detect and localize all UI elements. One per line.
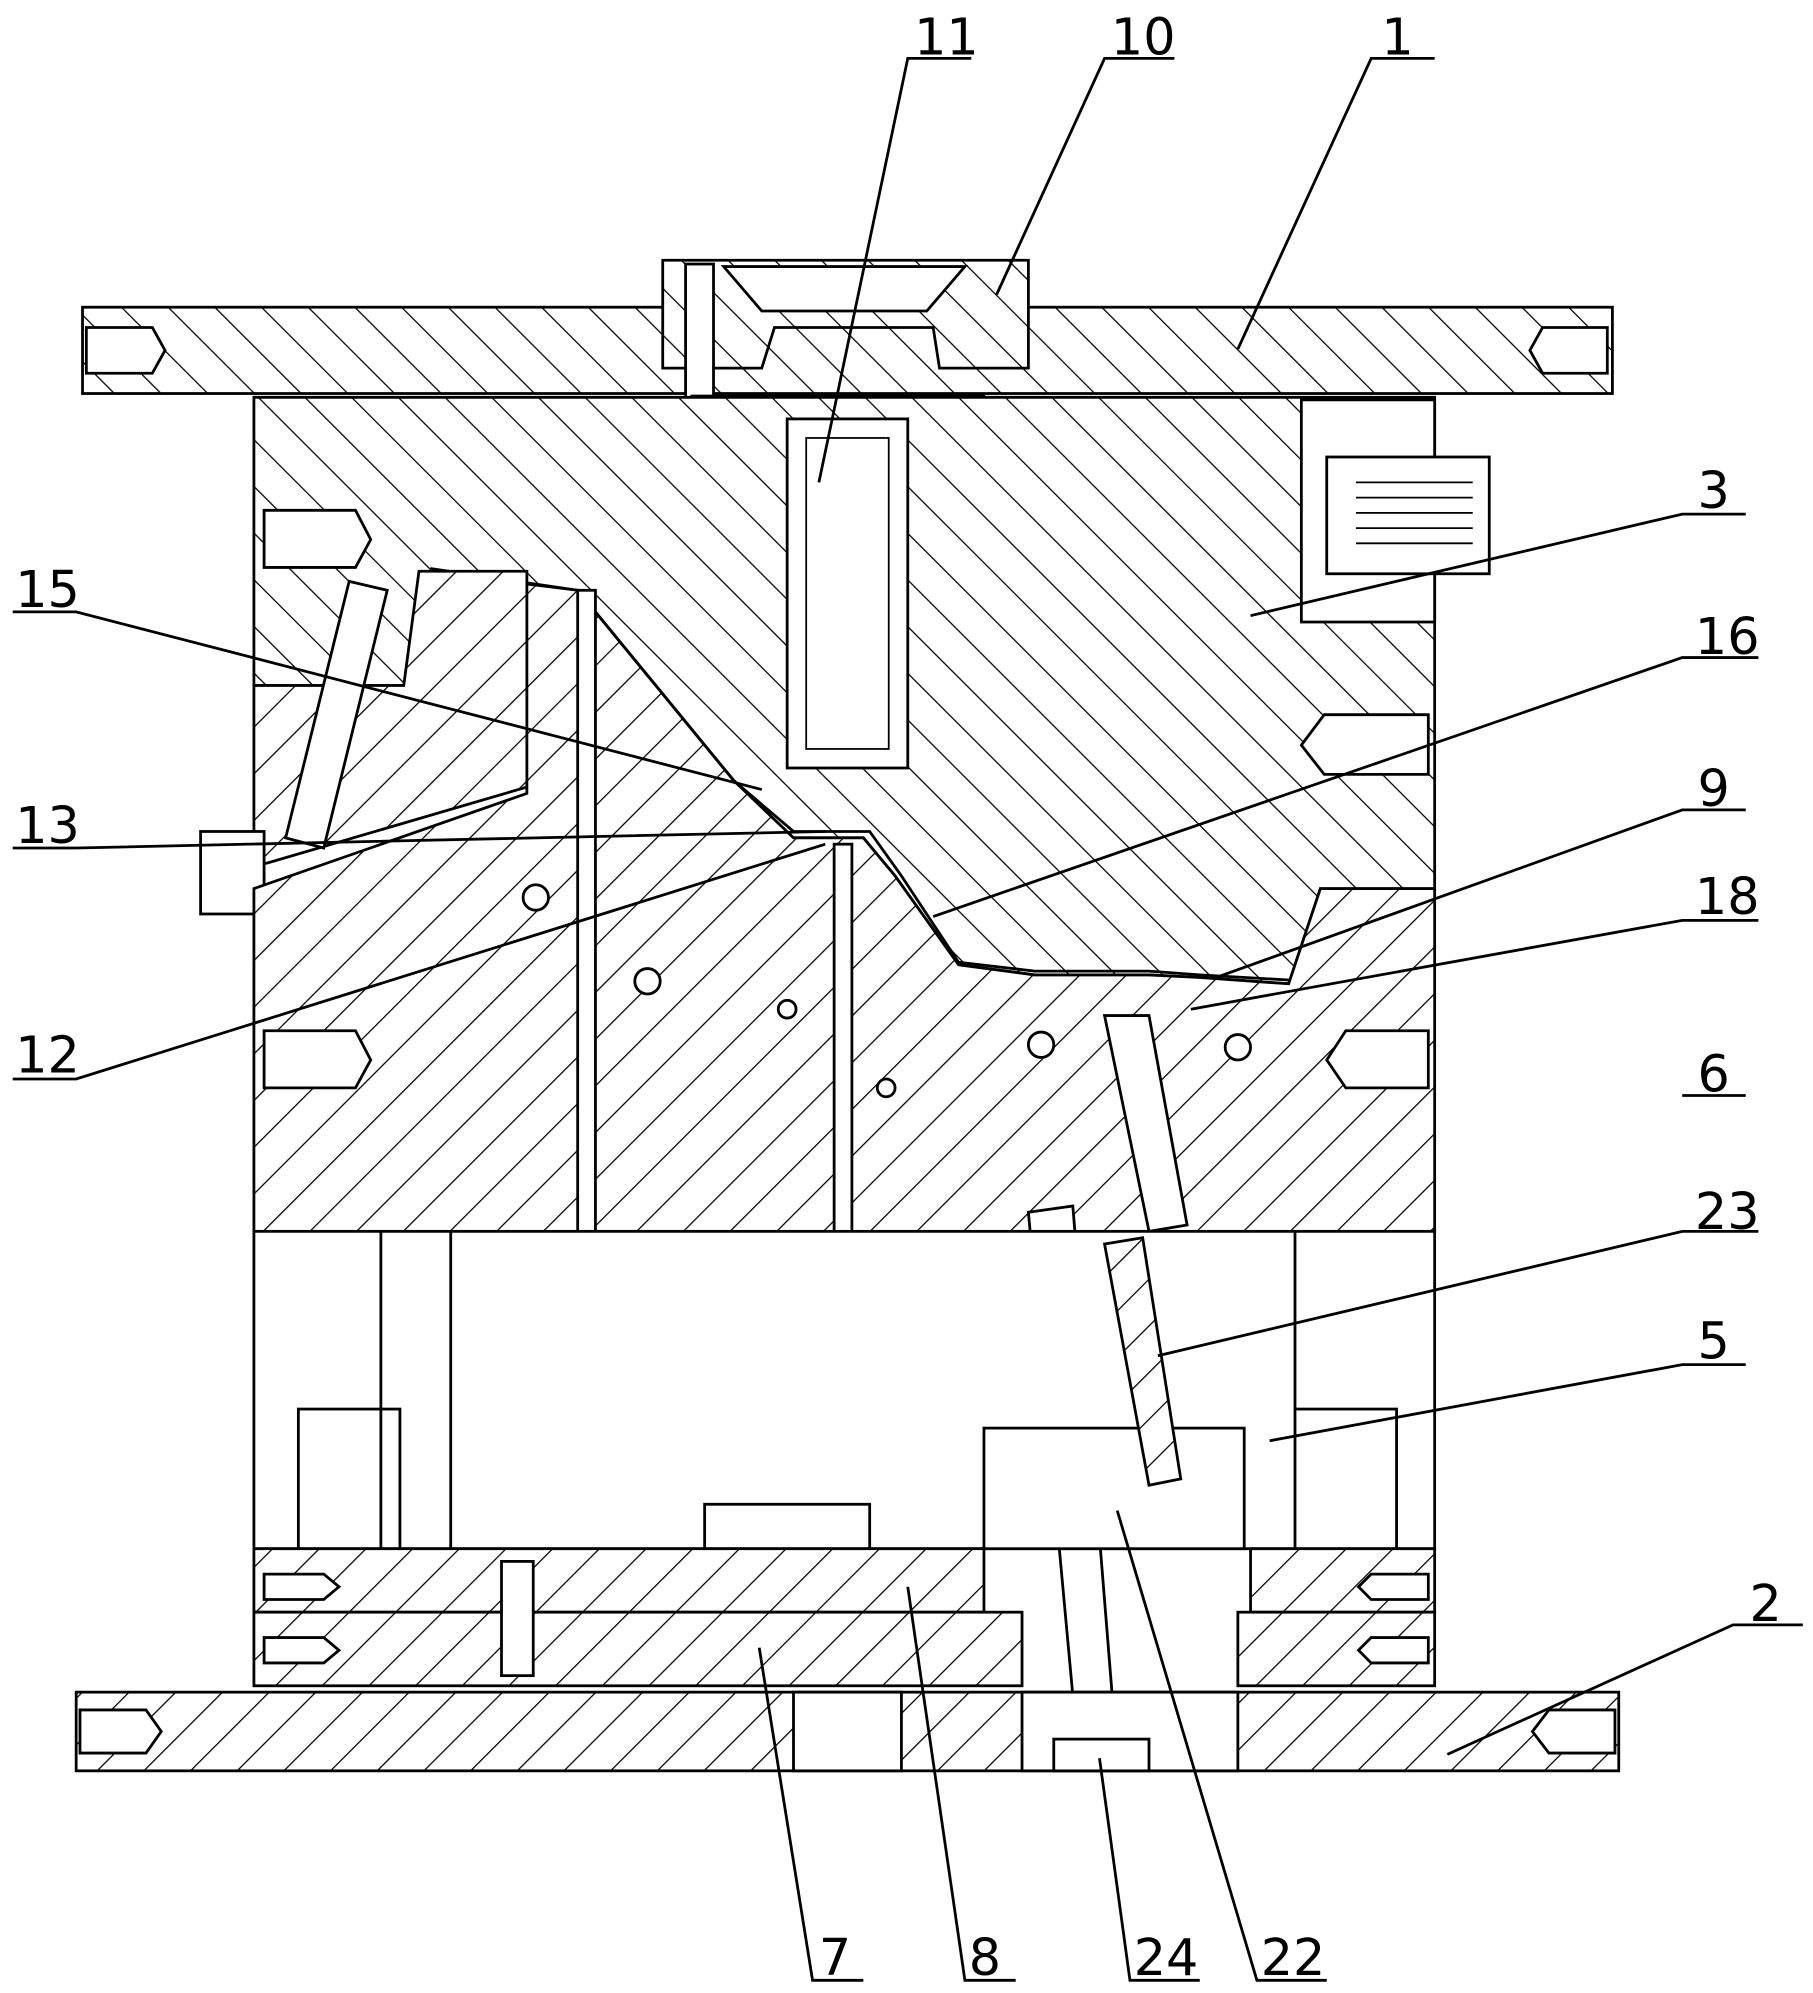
callout-label: 5: [1697, 1311, 1729, 1370]
callout-label: 13: [15, 796, 80, 855]
callout-24: 24: [1099, 1758, 1199, 1987]
callout-label: 7: [819, 1928, 851, 1987]
callout-label: 12: [15, 1026, 80, 1085]
callout-label: 3: [1697, 461, 1729, 520]
ejector-housing: [254, 1231, 1435, 1548]
callout-label: 22: [1261, 1928, 1326, 1987]
callout-1: 1: [1238, 8, 1435, 350]
callout-label: 18: [1695, 867, 1760, 926]
callout-10: 10: [997, 8, 1176, 295]
callout-label: 8: [969, 1928, 1001, 1987]
bottom-clamp-plate: [76, 1692, 1619, 1771]
callout-label: 15: [15, 560, 80, 619]
callout-6: 6: [1682, 1045, 1745, 1104]
ejector-plates: [254, 1549, 1435, 1686]
callout-label: 24: [1134, 1928, 1199, 1987]
